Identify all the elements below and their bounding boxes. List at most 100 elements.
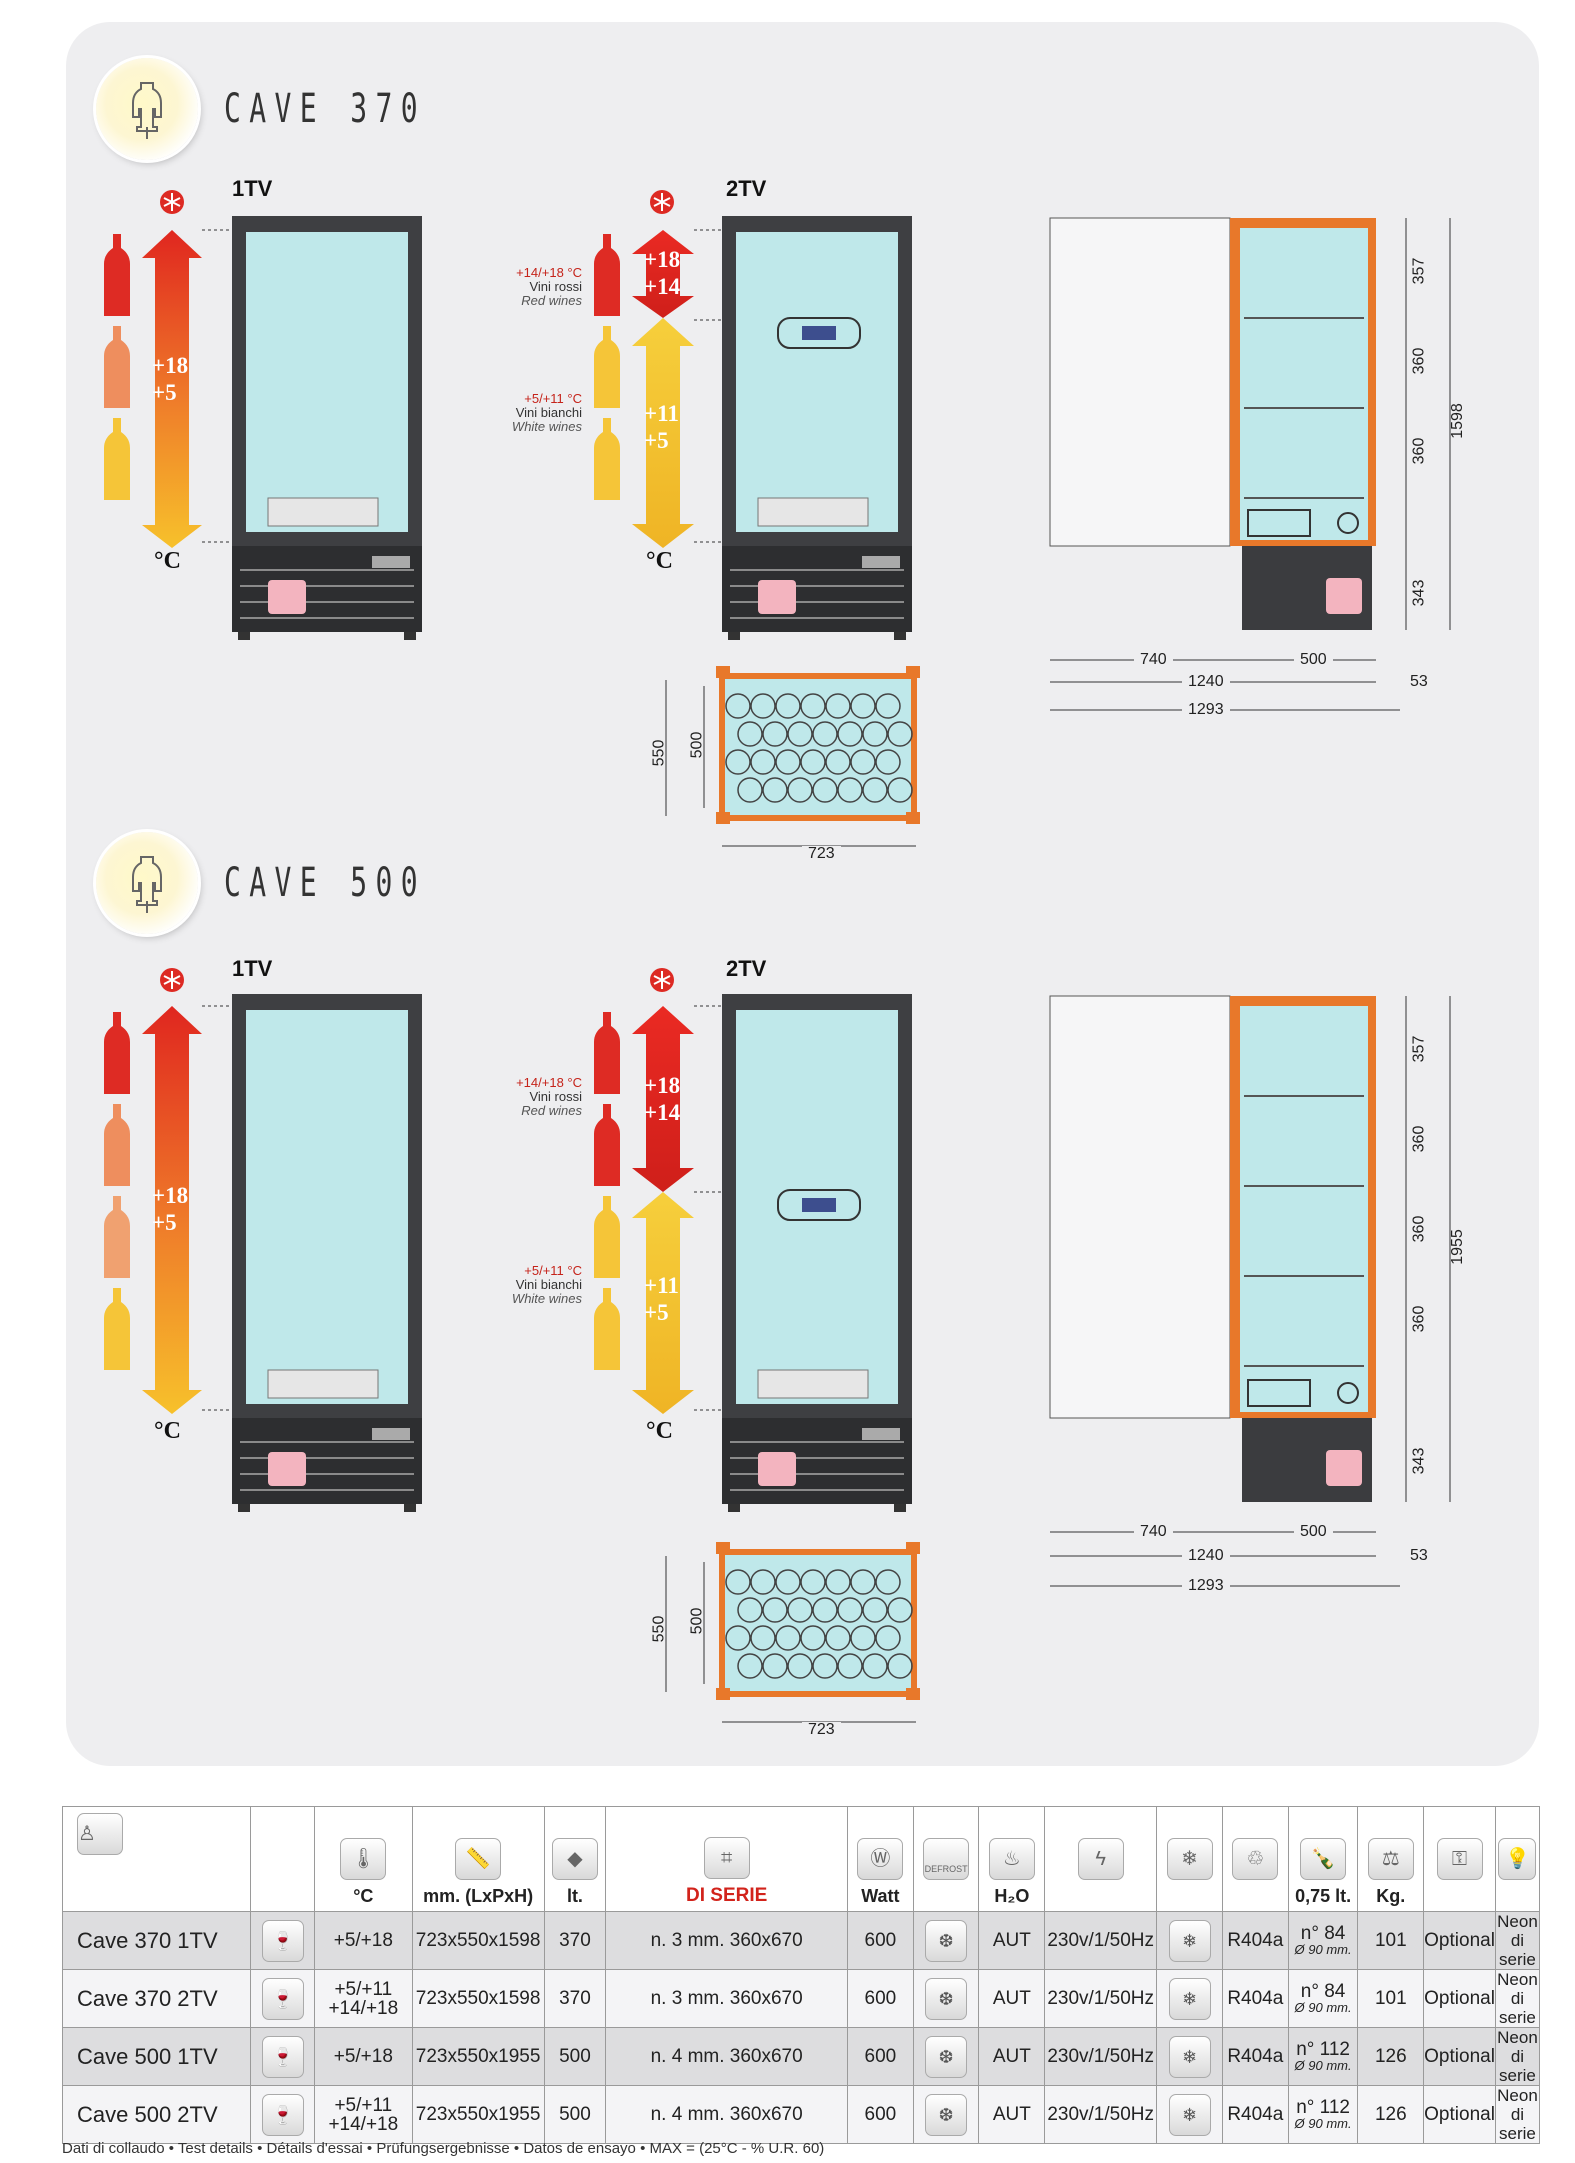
dim-depth-outer: 550 (650, 739, 668, 767)
bottle-circle (837, 777, 863, 803)
bottle-circle (875, 693, 901, 719)
weight-cell: 101 (1357, 1969, 1425, 2028)
refrigeration-cell: ❄ (1156, 2027, 1223, 2086)
header-dims: 📏mm. (LxPxH) (411, 1806, 545, 1912)
bottle-circle (800, 1625, 826, 1651)
wine-icon-cell: 🍷 (250, 1969, 316, 2028)
shelves-cell: n. 3 mm. 360x670 (605, 1911, 848, 1970)
lock-cell: Optional (1423, 2085, 1496, 2144)
bottle-circle (725, 1569, 751, 1595)
lock-cell: Optional (1423, 1969, 1496, 2028)
dim-base: 343 (1410, 579, 1428, 607)
gas-cell: R404a (1221, 2027, 1289, 2086)
dim-door: 740 (1134, 1524, 1173, 1540)
dim-shelf-3: 360 (1410, 1215, 1428, 1243)
bottle-circle (837, 1653, 863, 1679)
dim-depth-inner: 500 (688, 1607, 706, 1635)
section-title: CAVE 500 (224, 860, 427, 906)
water-cell: AUT (978, 2085, 1046, 2144)
bottle-icon: 🍾 (1300, 1838, 1347, 1880)
defrost-cell: ❆ (912, 1969, 980, 2028)
electric-cell: 230v/1/50Hz (1044, 1969, 1158, 2028)
header-light: 💡 (1494, 1806, 1541, 1912)
bottle-circle (775, 1569, 801, 1595)
refrigeration-cell: ❄ (1156, 1911, 1223, 1970)
weight-cell: 126 (1357, 2027, 1425, 2086)
bottle-circle (825, 1569, 851, 1595)
cave500-header: CAVE 500 (96, 832, 513, 934)
temp-cell: +5/+11+14/+18 (314, 2085, 413, 2144)
wine-bottle-icon: 🍷 (261, 1919, 304, 1962)
degree-label: °C (154, 1418, 181, 1444)
range-2tv-red: +18+14 (644, 1073, 681, 1125)
cave500-2tv-elevation (594, 967, 912, 1512)
white-wine-zone: +5/+11 °C Vini bianchi White wines (511, 1263, 582, 1306)
lightning-icon: ϟ (1077, 1838, 1124, 1880)
bottle-circle (737, 777, 763, 803)
header-temp: 🌡°C (314, 1806, 413, 1912)
defrost-cell: ❆ (912, 2027, 980, 2086)
cave370-header: CAVE 370 (96, 58, 513, 160)
snowflake-icon: ❄ (1166, 1838, 1213, 1880)
cave370-plan-view (665, 666, 920, 847)
wine-bottle-icon: 🍷 (261, 2093, 304, 2136)
header-weight: ⚖Kg. (1357, 1806, 1425, 1912)
bottle-circle (725, 1625, 751, 1651)
defrost-cell: ❆ (912, 2085, 980, 2144)
bottle-circle (862, 721, 888, 747)
thermometer-icon: 🌡 (340, 1838, 387, 1880)
bottle-circle (787, 777, 813, 803)
header-gas: ♲ (1221, 1806, 1289, 1912)
weight-cell: 101 (1357, 1911, 1425, 1970)
dims-cell: 723x550x1598 (411, 1969, 545, 2028)
degree-label: °C (646, 1418, 673, 1444)
watt-cell: 600 (847, 2085, 914, 2144)
dims-cell: 723x550x1598 (411, 1911, 545, 1970)
electric-cell: 230v/1/50Hz (1044, 1911, 1158, 1970)
dim-body: 500 (1294, 1524, 1333, 1540)
bottle-circle (737, 1653, 763, 1679)
header-refrigeration: ❄ (1156, 1806, 1223, 1912)
weight-icon: ⚖ (1367, 1838, 1414, 1880)
weight-cell: 126 (1357, 2085, 1425, 2144)
bottle-circle (800, 1569, 826, 1595)
table-row: Cave 500 1TV 🍷 +5/+18 723x550x1955 500 n… (61, 2027, 1541, 2086)
dim-depth-outer: 550 (650, 1615, 668, 1643)
dim-width: 723 (802, 846, 841, 862)
volume-cell: 500 (543, 2027, 607, 2086)
bottle-circle (825, 749, 851, 775)
ventilated-icon: ❄ (1168, 1919, 1211, 1962)
label-1tv: 1TV (232, 956, 273, 981)
ventilated-icon: ❄ (1168, 1977, 1211, 2020)
dim-back: 53 (1410, 1547, 1428, 1564)
auto-defrost-icon: ❆ (925, 1977, 968, 2020)
bottle-circle (812, 777, 838, 803)
dim-height: 1598 (1448, 403, 1466, 439)
lock-cell: Optional (1423, 1911, 1496, 1970)
bottle-circle (725, 693, 751, 719)
dim-shelf-2: 360 (1410, 1125, 1428, 1153)
header-bottle: 🍾0,75 lt. (1287, 1806, 1359, 1912)
white-wine-zone: +5/+11 °C Vini bianchi White wines (511, 391, 582, 434)
header-shelves: ⌗DI SERIE (605, 1806, 848, 1912)
mannequin-icon (96, 58, 198, 160)
header-defrost: DEFROST (912, 1806, 980, 1912)
range-2tv-red: +18+14 (644, 247, 681, 299)
watt-icon: Ⓦ (857, 1838, 904, 1880)
shelves-cell: n. 3 mm. 360x670 (605, 1969, 848, 2028)
dim-total: 1240 (1182, 674, 1230, 690)
red-wine-zone: +14/+18 °C Vini rossi Red wines (516, 265, 582, 308)
defrost-icon: DEFROST (923, 1838, 970, 1880)
dim-width: 723 (802, 1722, 841, 1738)
degree-label: °C (154, 548, 181, 574)
bottle-circle (775, 1625, 801, 1651)
bottle-circle (862, 777, 888, 803)
water-cell: AUT (978, 2027, 1046, 2086)
temp-cell: +5/+11+14/+18 (314, 1969, 413, 2028)
